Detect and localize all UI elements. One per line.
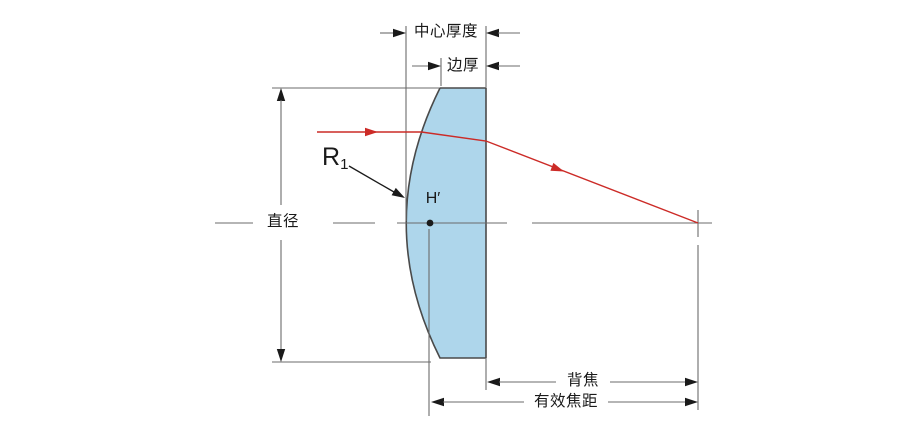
effective-focal-dimension xyxy=(431,397,698,407)
radius-label: R1 xyxy=(322,143,349,173)
ray-arrow-incident xyxy=(365,127,378,137)
edge-thickness-dimension xyxy=(412,61,520,71)
center-thickness-dimension xyxy=(380,28,520,38)
principal-point-dot xyxy=(426,219,434,227)
back-focal-dimension xyxy=(487,377,698,387)
extension-lines xyxy=(272,26,699,416)
radius-subscript: 1 xyxy=(340,156,349,173)
ray-arrow-refracted xyxy=(550,162,564,172)
principal-point-label: H′ xyxy=(425,190,441,207)
diameter-dimension xyxy=(276,88,286,362)
center-thickness-label: 中心厚度 xyxy=(413,23,478,40)
radius-leader-arrow xyxy=(348,165,405,198)
back-focal-label: 背焦 xyxy=(566,372,599,389)
radius-symbol: R xyxy=(322,143,341,171)
light-ray xyxy=(317,127,699,224)
edge-thickness-label: 边厚 xyxy=(446,57,479,74)
effective-focal-label: 有效焦距 xyxy=(533,393,598,410)
diameter-label: 直径 xyxy=(266,213,299,230)
